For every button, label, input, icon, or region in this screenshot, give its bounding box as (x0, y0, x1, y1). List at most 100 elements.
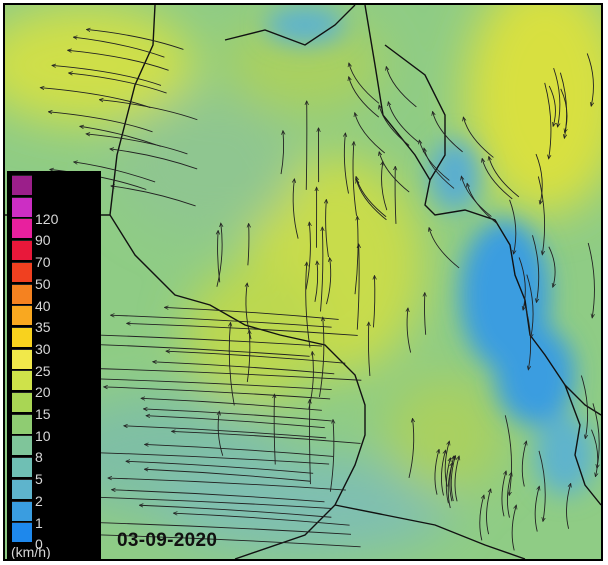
streamline (526, 274, 533, 338)
legend-swatch (12, 435, 32, 456)
legend-swatch (12, 240, 32, 261)
streamline (78, 452, 330, 465)
legend-label: 5 (35, 471, 43, 488)
streamline (293, 179, 299, 239)
streamline (145, 469, 311, 482)
streamline (553, 67, 560, 127)
streamline (111, 315, 332, 328)
legend-swatch (12, 175, 32, 195)
streamline (74, 162, 156, 183)
legend-swatch (12, 413, 32, 434)
streamline (368, 323, 369, 376)
streamline (434, 450, 439, 495)
streamline (382, 162, 388, 211)
streamline (486, 489, 491, 535)
legend-label: 120 (35, 210, 59, 227)
streamline (461, 177, 492, 217)
streamline (314, 261, 318, 302)
streamline (71, 496, 332, 509)
legend-swatch (12, 218, 32, 239)
streamline (140, 505, 332, 518)
streamline (504, 415, 512, 495)
streamline (463, 117, 494, 158)
streamline (305, 222, 310, 290)
streamline (97, 535, 361, 548)
streamline (447, 463, 452, 509)
legend-swatch (12, 500, 32, 521)
streamline (108, 478, 346, 491)
streamline (153, 362, 335, 375)
legend-swatch (12, 457, 32, 478)
legend-label: 70 (35, 254, 51, 271)
streamline (344, 133, 349, 194)
legend-unit-label: (km/h) (11, 544, 51, 560)
streamline (408, 419, 414, 478)
streamline (506, 473, 511, 518)
legend-label: 10 (35, 427, 51, 444)
streamline (146, 416, 325, 429)
streamline (586, 53, 593, 105)
streamline (274, 395, 275, 465)
streamline (310, 400, 311, 485)
streamline (357, 244, 359, 330)
streamline (353, 142, 357, 216)
streamline (559, 72, 566, 138)
legend-swatch (12, 305, 32, 326)
streamline (395, 167, 396, 224)
streamline (306, 101, 307, 190)
wind-map (5, 5, 601, 559)
streamline (479, 495, 484, 541)
streamline (127, 323, 358, 336)
streamline (52, 65, 162, 86)
streamline (482, 159, 513, 200)
streamline (518, 257, 525, 309)
legend-swatch (12, 522, 32, 543)
streamline (85, 368, 362, 381)
legend-swatch (12, 478, 32, 499)
streamline (100, 100, 198, 121)
streamline (433, 112, 463, 153)
date-label: 03-09-2020 (117, 530, 218, 551)
streamline (548, 246, 555, 287)
legend-label: 50 (35, 275, 51, 292)
legend-label: 25 (35, 362, 51, 379)
streamline (355, 113, 386, 154)
streamline (126, 461, 314, 474)
legend-label: 20 (35, 384, 51, 401)
legend-label: 15 (35, 406, 51, 422)
streamline (49, 112, 153, 133)
streamline (354, 217, 358, 295)
streamline (320, 227, 323, 312)
streamline (124, 426, 327, 439)
streamline (548, 85, 555, 126)
streamline (41, 88, 151, 109)
streamline (467, 184, 498, 224)
streamline (509, 199, 516, 254)
legend-label: 90 (35, 232, 51, 249)
streamline (349, 77, 380, 118)
streamline (356, 177, 387, 218)
streamline (386, 67, 417, 108)
streamline (425, 293, 426, 335)
streamline (216, 223, 222, 287)
streamline (88, 522, 352, 535)
streamline (174, 513, 350, 526)
legend-label: 1 (35, 514, 43, 531)
streamline (165, 307, 339, 320)
legend-label: 35 (35, 319, 51, 336)
streamline (68, 50, 169, 71)
streamline (454, 456, 459, 502)
streamline (534, 487, 539, 532)
streamline (429, 228, 460, 269)
streamline (566, 484, 571, 529)
streamline (69, 73, 167, 94)
streamline (521, 441, 526, 487)
streamline (110, 149, 198, 170)
legend-label: 2 (35, 492, 43, 509)
legend-label: 30 (35, 340, 51, 357)
streamline (104, 387, 331, 400)
streamline (329, 420, 334, 492)
legend-swatch (12, 392, 32, 412)
legend-label: 40 (35, 297, 51, 314)
streamline (86, 134, 188, 155)
